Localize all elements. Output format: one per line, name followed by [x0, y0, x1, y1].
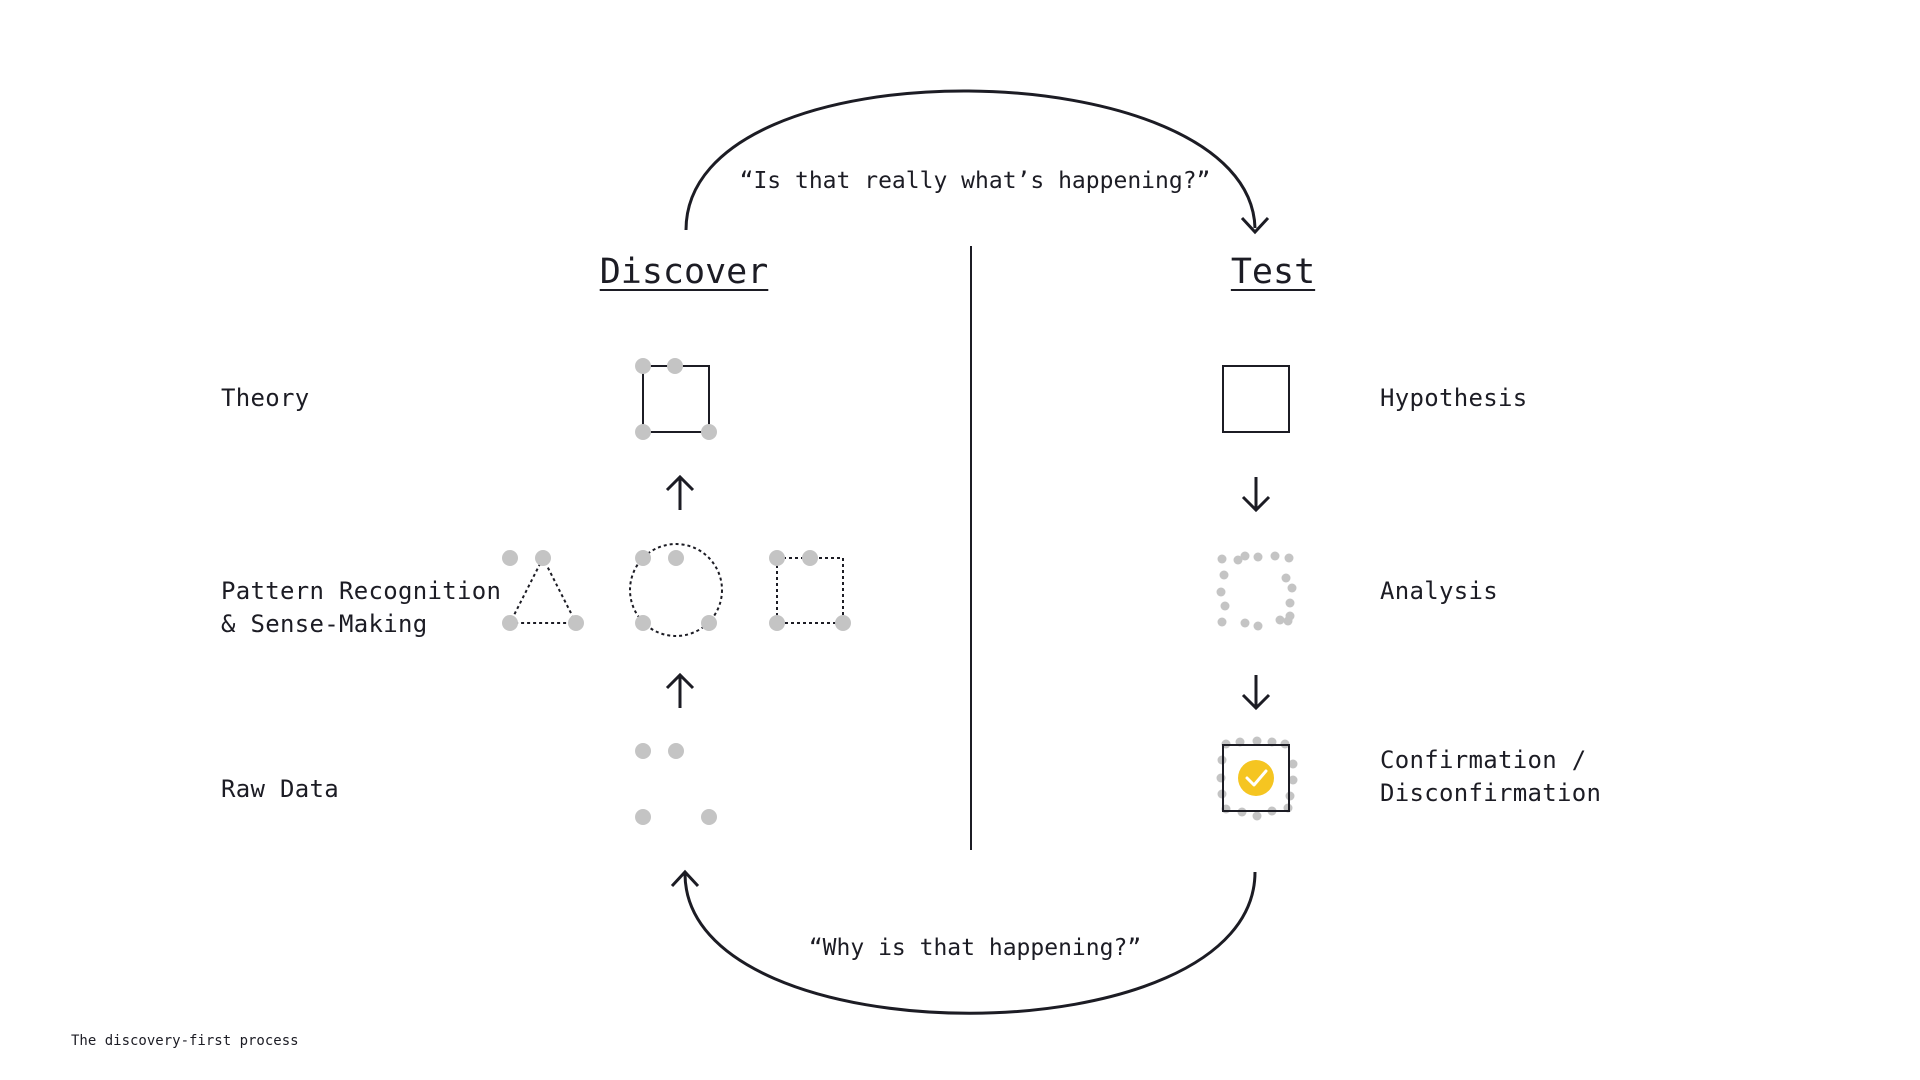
bottom-loop-arrow	[683, 871, 1257, 1015]
raw-data-dots-icon	[635, 743, 717, 825]
check-icon	[1238, 760, 1274, 796]
dotted-circle-icon	[629, 543, 723, 637]
bottom-loop-question: “Why is that happening?”	[808, 935, 1142, 961]
theory-square-icon	[635, 358, 717, 440]
dotted-square-icon	[769, 550, 851, 631]
pattern-recognition-label: Pattern Recognition & Sense-Making	[221, 577, 502, 638]
top-loop-arrow	[684, 89, 1257, 231]
confirmation-square-icon	[1216, 736, 1298, 821]
discover-heading: Discover	[599, 252, 769, 292]
top-loop-question: “Is that really what’s happening?”	[739, 168, 1211, 194]
bottom-loop-arrowhead	[670, 869, 700, 888]
arrow-down-icon	[1241, 477, 1271, 513]
theory-label: Theory	[221, 384, 310, 412]
test-heading: Test	[1230, 252, 1316, 292]
analysis-label: Analysis	[1380, 577, 1498, 605]
analysis-dots-icon	[1216, 551, 1297, 631]
top-loop-arrowhead	[1240, 216, 1270, 235]
raw-data-label: Raw Data	[221, 775, 339, 803]
hypothesis-square-icon	[1222, 365, 1290, 433]
figure-caption: The discovery-first process	[71, 1033, 299, 1049]
dotted-triangle-icon	[502, 550, 584, 631]
confirmation-label: Confirmation / Disconfirmation	[1380, 746, 1602, 807]
arrow-up-icon	[665, 672, 695, 708]
hypothesis-label: Hypothesis	[1380, 384, 1528, 412]
arrow-up-icon	[665, 474, 695, 510]
arrow-down-icon	[1241, 675, 1271, 711]
